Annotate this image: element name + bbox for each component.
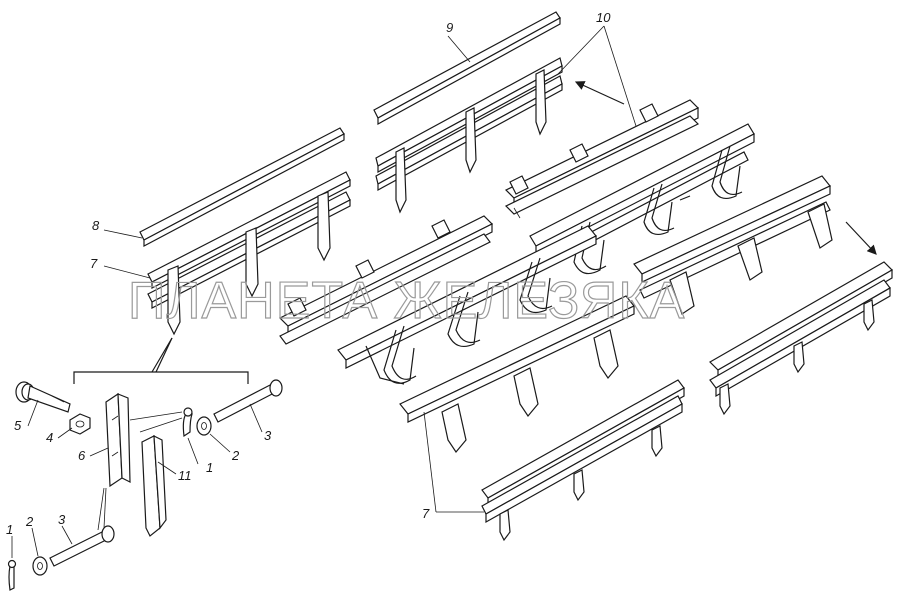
pin-3a	[213, 379, 283, 423]
seat-bracket-1	[573, 221, 607, 275]
callout-4: 4	[46, 430, 53, 445]
bench-right-upper	[633, 175, 833, 315]
callout-9: 9	[446, 20, 453, 35]
stake-10a	[395, 147, 407, 214]
callout-3-upper: 3	[264, 428, 272, 443]
stake-10b	[465, 107, 477, 174]
callout-7-upper: 7	[90, 256, 98, 271]
callout-2-lower: 2	[25, 514, 34, 529]
callout-3-lower: 3	[58, 512, 66, 527]
side-board-7-front	[481, 379, 685, 542]
leg-c2	[513, 367, 539, 418]
arrow-upper	[574, 81, 625, 105]
side-board-10-upper	[375, 57, 563, 214]
leg-r2	[737, 237, 763, 281]
cotter-pin-1b	[7, 559, 17, 591]
bracket-6	[105, 392, 131, 488]
callout-11: 11	[178, 468, 192, 483]
side-board-right-lower	[709, 261, 893, 416]
leader-lines	[11, 25, 637, 558]
seat-bracket-4	[383, 325, 417, 384]
seat-bracket-3	[711, 145, 743, 199]
stake-11	[141, 434, 167, 537]
stake-7c	[317, 191, 331, 262]
washer-2a	[196, 416, 212, 436]
leg-r3	[807, 203, 833, 249]
callout-7-lower: 7	[422, 506, 430, 521]
callout-6: 6	[78, 448, 86, 463]
seat-bracket-2	[643, 183, 675, 235]
pin-3b	[49, 525, 115, 567]
side-board-7-left	[147, 171, 351, 336]
callout-10: 10	[596, 10, 611, 25]
seat-bracket-6	[519, 257, 553, 313]
leg-c3	[593, 329, 619, 380]
leg-c1	[441, 403, 467, 454]
watermark: ПЛАНЕТА ЖЕЛЕЗЯКА	[128, 272, 685, 330]
stake-7b	[245, 227, 259, 298]
bench-10-middle	[504, 99, 700, 219]
arrow-right	[845, 221, 877, 255]
callout-2-upper: 2	[231, 448, 240, 463]
board-8	[139, 127, 345, 247]
bench-left-middle	[278, 215, 494, 345]
cotter-pin-1a	[182, 407, 193, 438]
leg-r1	[669, 271, 695, 315]
detail-bracket	[73, 337, 249, 384]
seat-bracket-5	[447, 291, 481, 347]
bolt-5	[15, 381, 71, 413]
board-9	[373, 11, 561, 126]
callout-1-lower: 1	[6, 522, 13, 537]
callout-8: 8	[92, 218, 100, 233]
nut-4	[69, 413, 91, 435]
callout-1-upper: 1	[206, 460, 213, 475]
bench-center-front	[399, 295, 635, 454]
stake-7a	[167, 265, 181, 336]
bench-center-lower	[337, 225, 597, 385]
washer-2b	[32, 556, 48, 576]
callout-5: 5	[14, 418, 22, 433]
stake-10c	[535, 69, 547, 136]
